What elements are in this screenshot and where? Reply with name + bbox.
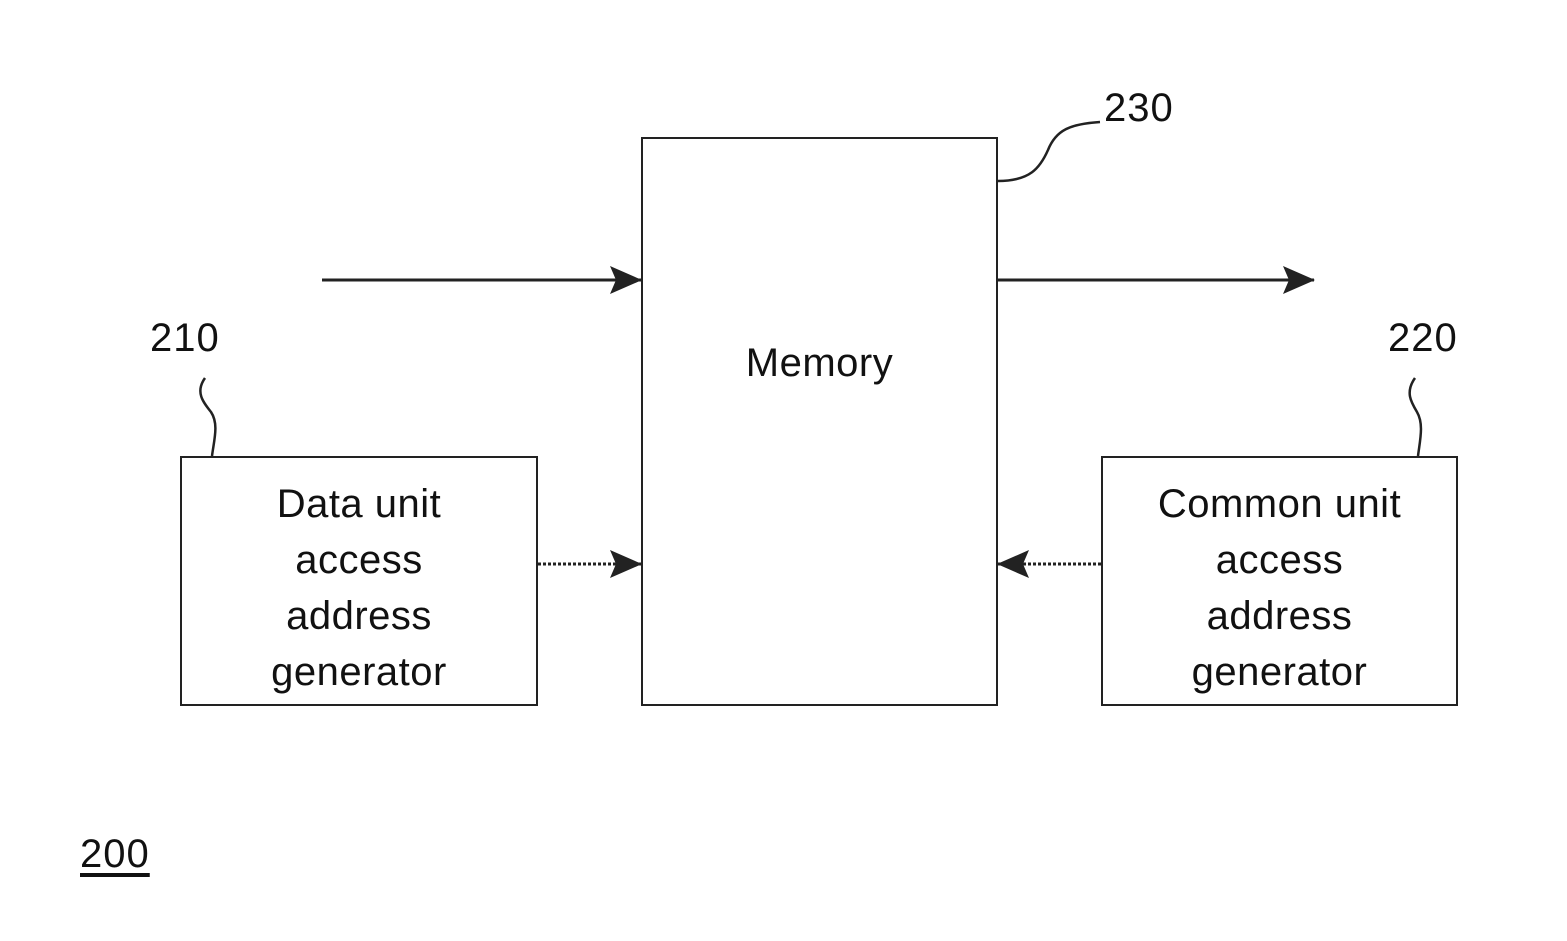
ref-label-230: 230: [1104, 86, 1174, 131]
memory-block: Memory: [641, 137, 998, 706]
data-unit-line-3: address: [286, 588, 432, 644]
data-unit-line-2: access: [295, 532, 423, 588]
ref-label-220: 220: [1388, 316, 1458, 361]
ref-label-210: 210: [150, 316, 220, 361]
data-unit-access-address-generator-block: Data unit access address generator: [180, 456, 538, 706]
common-unit-line-3: address: [1207, 588, 1353, 644]
common-unit-line-4: generator: [1192, 644, 1368, 700]
common-unit-line-1: Common unit: [1158, 476, 1401, 532]
figure-ref-label: 200: [80, 832, 150, 877]
leader-210: [200, 378, 215, 456]
leader-220: [1410, 378, 1421, 456]
data-unit-line-1: Data unit: [277, 476, 442, 532]
data-unit-line-4: generator: [271, 644, 447, 700]
common-unit-line-2: access: [1216, 532, 1344, 588]
memory-label: Memory: [746, 335, 893, 391]
common-unit-access-address-generator-block: Common unit access address generator: [1101, 456, 1458, 706]
leader-230: [998, 122, 1100, 181]
